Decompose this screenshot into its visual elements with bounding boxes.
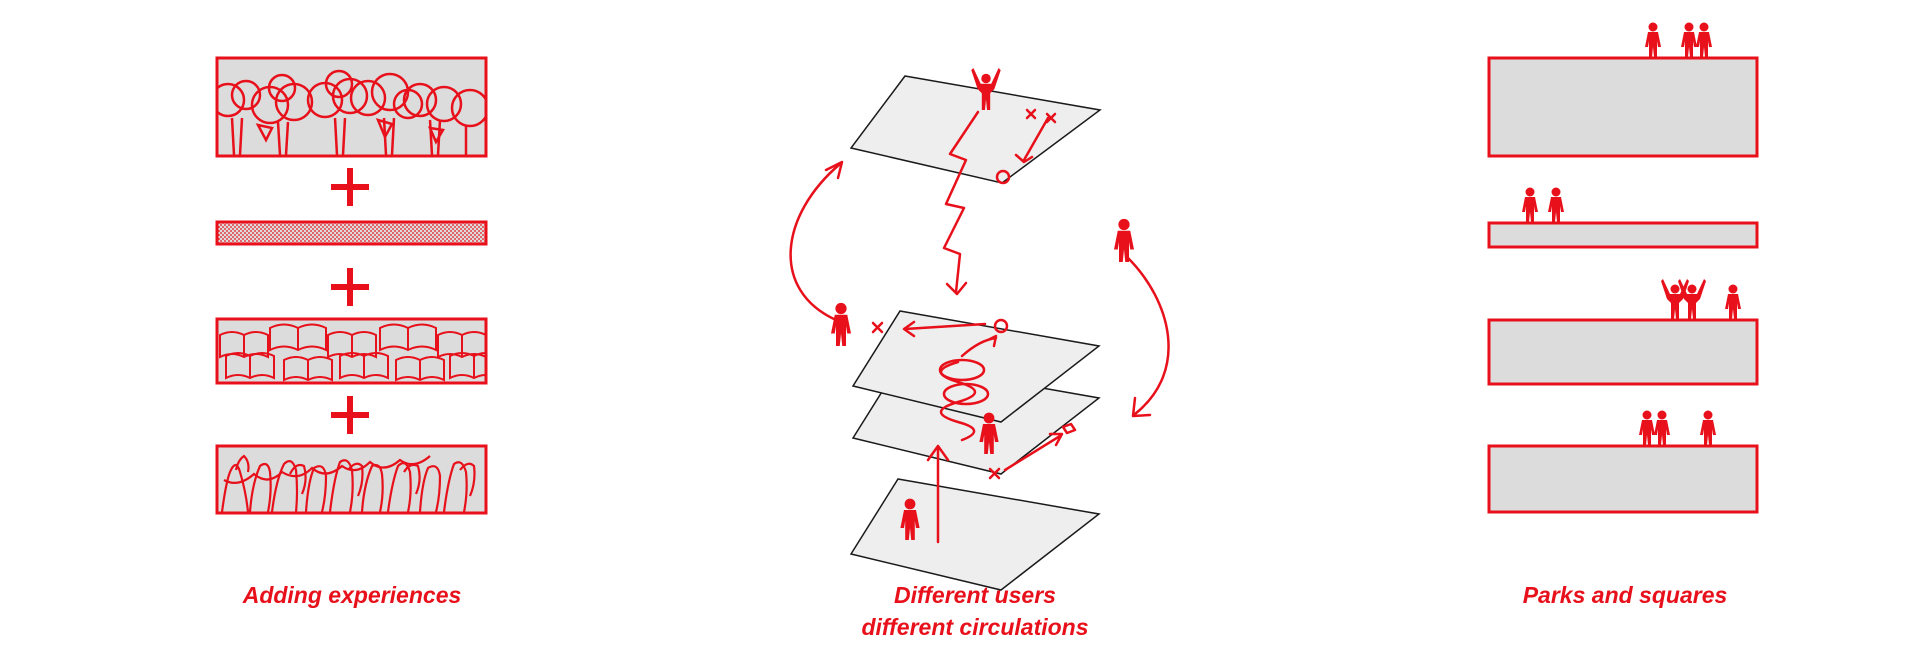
person-icon [1696,22,1712,57]
dotted-layer [215,220,488,246]
person-icon [1114,218,1134,262]
plate-2 [851,310,1101,423]
park-bar-3 [1487,318,1759,386]
caption-parks-and-squares: Parks and squares [1522,582,1728,608]
trees-layer [215,56,488,158]
crowd-layer [215,444,488,515]
right-stack [1487,22,1759,514]
person-icon [1645,22,1661,57]
plate-1 [849,75,1102,184]
plus-icon [331,396,369,434]
left-stack [215,56,488,515]
plus-icon [331,168,369,206]
person-icon [1548,187,1564,222]
person-icon [1725,284,1741,319]
center-stack [789,68,1170,591]
park-bar-4 [1487,444,1759,514]
circulation-paths [789,108,1170,544]
person-icon [1639,410,1655,445]
plate-4 [849,478,1101,591]
person-icon [1654,410,1670,445]
person-icon [1700,410,1716,445]
person-icon [1522,187,1538,222]
person-icon [831,302,851,346]
caption-different-circulations: different circulations [861,614,1089,640]
park-bar-1 [1487,56,1759,158]
caption-adding-experiences: Adding experiences [242,582,462,608]
plus-icon [331,268,369,306]
caption-different-users: Different users [894,582,1056,608]
park-bar-2 [1487,221,1759,249]
person-icon [1681,22,1697,57]
books-layer [215,317,488,385]
